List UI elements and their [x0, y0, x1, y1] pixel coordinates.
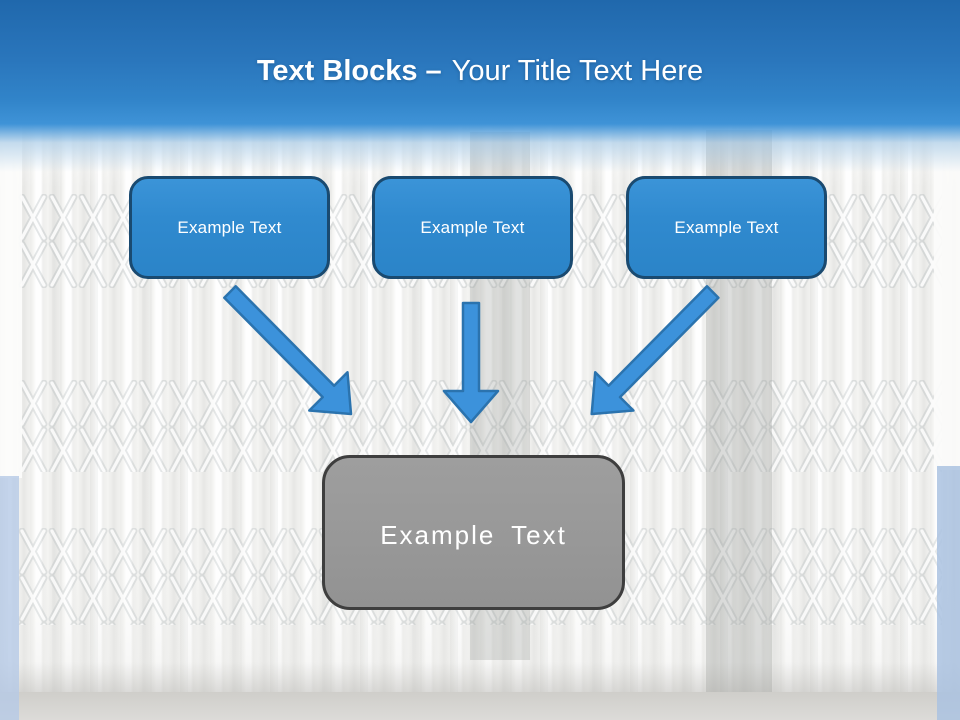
- text-block-3-label: Example Text: [674, 217, 779, 237]
- title-emphasis: Text Blocks –: [256, 55, 442, 87]
- slide-title: Text Blocks – Your Title Text Here: [0, 0, 960, 88]
- ground-shadow: [0, 662, 960, 694]
- ground: [0, 692, 960, 720]
- summary-block-label: Example Text: [380, 520, 567, 550]
- title-subtitle: Your Title Text Here: [451, 55, 704, 87]
- text-block-3: Example Text: [626, 176, 827, 279]
- text-block-2: Example Text: [372, 176, 573, 279]
- summary-block: Example Text: [322, 455, 625, 610]
- blue-wall-left: [0, 476, 19, 720]
- text-block-1: Example Text: [129, 176, 330, 279]
- text-block-1-label: Example Text: [177, 217, 282, 237]
- title-bar: Text Blocks – Your Title Text Here: [0, 0, 960, 172]
- wall-edge-right: [934, 118, 960, 470]
- wall-edge-left: [0, 118, 22, 478]
- text-block-2-label: Example Text: [420, 217, 525, 237]
- blue-wall-right: [937, 466, 960, 720]
